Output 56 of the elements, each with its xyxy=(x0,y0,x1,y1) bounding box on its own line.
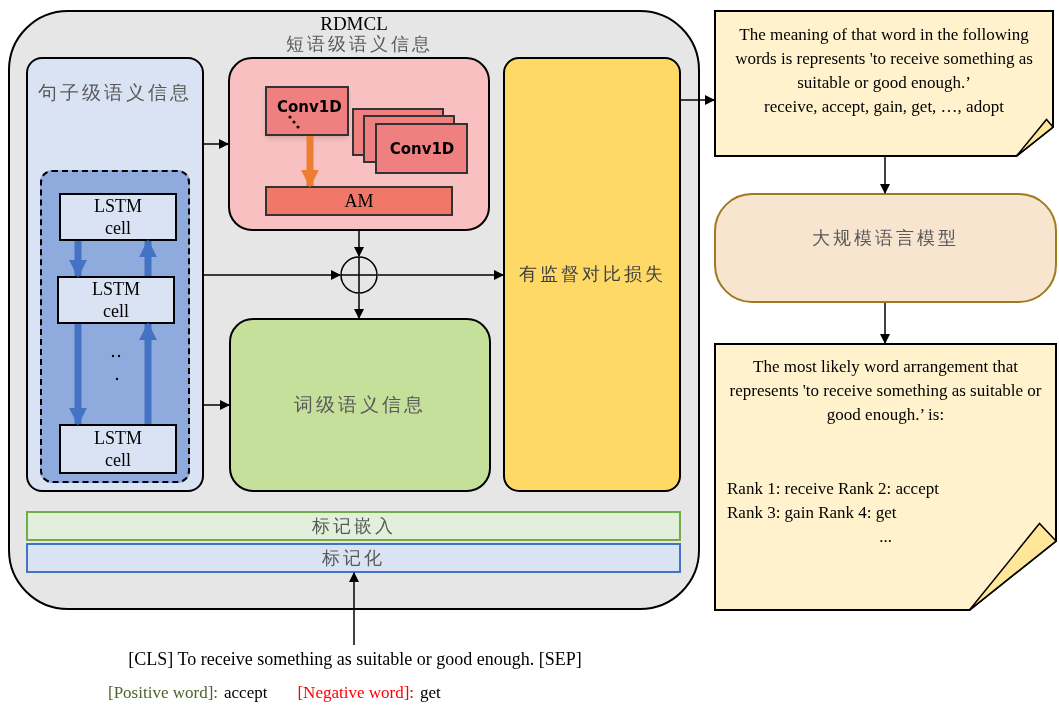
arrow xyxy=(880,156,890,194)
panel-title: RDMCL xyxy=(319,13,389,35)
lstm-cell xyxy=(59,424,177,474)
arrow xyxy=(377,270,504,280)
lstm-cell xyxy=(59,193,177,241)
arrow xyxy=(301,136,319,188)
legend-text: [Negative word]: xyxy=(297,682,415,704)
note-text: Rank 1: receive Rank 2: accept xyxy=(727,478,940,500)
legend-text: accept xyxy=(224,682,268,704)
arrow xyxy=(349,572,359,646)
legend-text: get xyxy=(420,682,441,704)
arrow xyxy=(203,400,230,410)
arrow xyxy=(139,322,157,424)
attention-bar xyxy=(265,186,453,216)
note-text: receive, accept, gain, get, …, adopt xyxy=(764,96,1004,118)
input-sentence: [CLS] To receive something as suitable or good enough. [SEP] xyxy=(128,647,582,671)
model-box xyxy=(714,193,1057,303)
arrow xyxy=(680,95,715,105)
bar-label: 标记化 xyxy=(322,546,385,570)
embedding-bar xyxy=(26,511,681,541)
loss-panel xyxy=(503,57,681,492)
arrow xyxy=(139,239,157,276)
conv-card-stack xyxy=(352,108,468,174)
cell-label: LSTM cell xyxy=(93,427,143,471)
lstm-cell xyxy=(57,276,175,324)
word-panel xyxy=(229,318,491,492)
bar-label: 标记嵌入 xyxy=(311,514,396,538)
outer-panel xyxy=(8,10,700,610)
arrow xyxy=(69,241,87,278)
box-label: 大规模语言模型 xyxy=(812,227,959,250)
card-label: Conv1D xyxy=(277,97,342,118)
sum-circle xyxy=(340,256,378,294)
panel-heading: 有监督对比损失 xyxy=(518,263,666,286)
bar-label: AM xyxy=(344,189,374,213)
panel-heading: 句子级语义信息 xyxy=(37,81,193,105)
panel-heading: 词级语义信息 xyxy=(294,392,426,417)
arrow xyxy=(880,302,890,344)
note-card xyxy=(714,10,1054,157)
cell-label: LSTM cell xyxy=(93,195,143,239)
arrow xyxy=(69,324,87,426)
arrow xyxy=(203,270,341,280)
cell-label: LSTM cell xyxy=(91,278,141,322)
card-label: Conv1D xyxy=(389,138,455,160)
conv-card xyxy=(265,86,349,136)
arrow xyxy=(354,230,364,257)
sentence-panel xyxy=(26,57,204,492)
legend-text: [Positive word]: xyxy=(108,682,219,704)
note-text: The most likely word arrangement that represents 'to receive something as suitable or good enough.’ is: xyxy=(728,356,1043,426)
arrow xyxy=(354,293,364,319)
note-text: ... xyxy=(878,526,893,548)
lstm-group xyxy=(40,170,190,483)
note-card xyxy=(714,343,1057,611)
panel-heading: 短语级语义信息 xyxy=(284,33,434,55)
arrow xyxy=(203,139,229,149)
note-text: Rank 3: gain Rank 4: get xyxy=(727,502,898,524)
tokenization-bar xyxy=(26,543,681,573)
